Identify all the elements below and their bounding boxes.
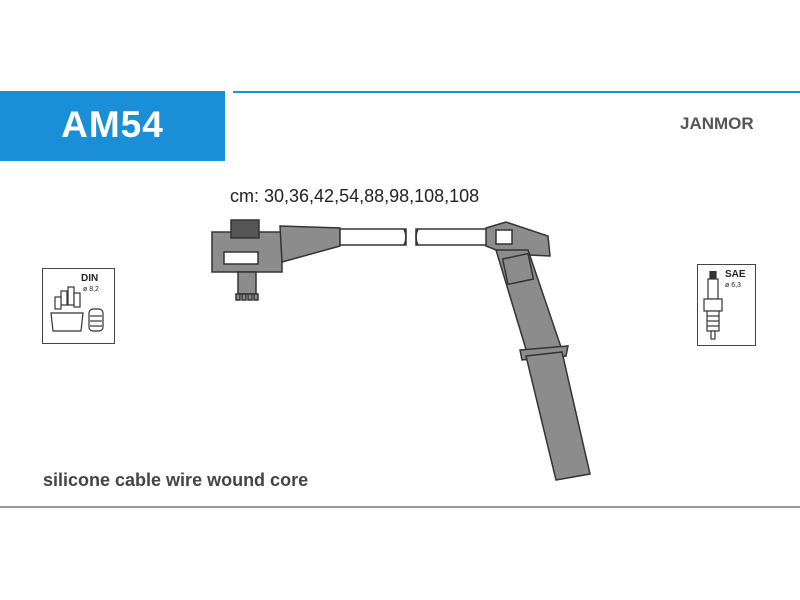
- sae-label: SAE: [725, 269, 746, 280]
- header-rule: [233, 91, 800, 93]
- brand-name: JANMOR: [680, 114, 754, 133]
- product-code: AM54: [61, 104, 164, 145]
- spark-plug-icon: [703, 271, 723, 340]
- sae-diameter: ø 6,3: [725, 282, 741, 289]
- distributor-connector-cap: [230, 219, 260, 239]
- terminal-teeth: [235, 293, 259, 301]
- din-label: DIN: [81, 273, 99, 284]
- cable-segment-right: [415, 228, 489, 246]
- sae-badge: SAE ø 6,3: [697, 264, 756, 346]
- din-badge: DIN ø 8,2: [42, 268, 115, 344]
- din-diameter: ø 8,2: [83, 286, 99, 293]
- cable-lengths: cm: 30,36,42,54,88,98,108,108: [230, 186, 480, 206]
- title-banner: [0, 91, 225, 161]
- footer-rule: [0, 506, 800, 508]
- cable-segment-left: [339, 228, 407, 246]
- connector-boot: [279, 225, 341, 263]
- plug-boot-tip: [525, 351, 591, 481]
- cable-description: silicone cable wire wound core: [43, 470, 309, 490]
- distributor-cap-icon: [50, 286, 104, 332]
